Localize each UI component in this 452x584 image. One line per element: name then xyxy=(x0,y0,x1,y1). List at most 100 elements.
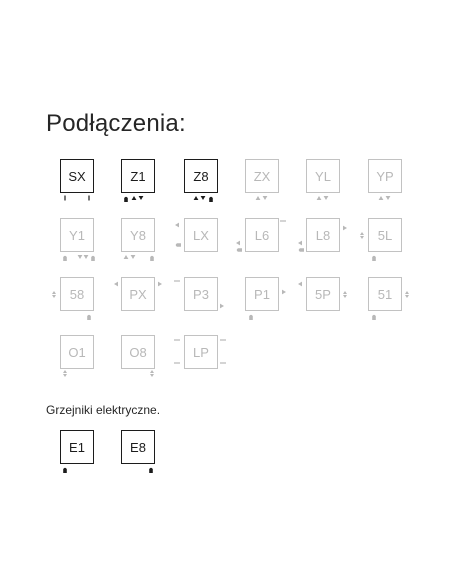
pin-icon xyxy=(63,467,67,473)
connection-y8[interactable]: Y8 xyxy=(121,218,155,252)
connection-label: P1 xyxy=(254,286,270,302)
connection-label: YP xyxy=(376,168,394,184)
connection-label: 51 xyxy=(377,286,393,302)
arrow-up-icon xyxy=(131,196,137,200)
connection-e8[interactable]: E8 xyxy=(121,430,155,464)
pin-icon xyxy=(236,248,242,252)
connection-5l[interactable]: 5L xyxy=(368,218,402,252)
double-arrow-icon xyxy=(63,370,67,377)
arrow-left-icon xyxy=(298,240,302,246)
connection-label: 58 xyxy=(69,286,85,302)
port-mark-icon xyxy=(174,362,180,364)
arrow-left-icon xyxy=(175,222,179,228)
arrow-up-icon xyxy=(378,196,384,200)
connection-label: P3 xyxy=(193,286,209,302)
connection-p3[interactable]: P3 xyxy=(184,277,218,311)
double-arrow-icon xyxy=(52,291,56,298)
connection-label: O1 xyxy=(68,344,86,360)
port-mark-icon xyxy=(88,195,90,201)
z8-markers xyxy=(193,196,213,202)
port-mark-icon xyxy=(220,339,226,341)
connection-label: O8 xyxy=(129,344,147,360)
double-arrow-icon xyxy=(150,370,154,377)
pin-icon xyxy=(149,467,153,473)
arrow-right-icon xyxy=(343,225,347,231)
pin-icon xyxy=(124,196,128,202)
connection-l6[interactable]: L6 xyxy=(245,218,279,252)
arrow-up-icon xyxy=(316,196,322,200)
connection-label: Z1 xyxy=(130,168,146,184)
port-mark-icon xyxy=(280,220,286,222)
connection-label: 5L xyxy=(377,227,393,243)
arrow-down-icon xyxy=(262,196,268,200)
connection-label: Y1 xyxy=(69,227,85,243)
page-title: Podłączenia: xyxy=(46,110,186,137)
connection-l8[interactable]: L8 xyxy=(306,218,340,252)
arrow-down-icon xyxy=(138,196,144,200)
arrow-right-icon xyxy=(220,303,224,309)
connection-label: SX xyxy=(68,168,86,184)
arrow-right-icon xyxy=(158,281,162,287)
connection-58[interactable]: 58 xyxy=(60,277,94,311)
connection-o1[interactable]: O1 xyxy=(60,335,94,369)
arrow-up-icon xyxy=(193,196,199,200)
pin-icon xyxy=(249,314,253,320)
arrow-down-icon xyxy=(385,196,391,200)
arrow-left-icon xyxy=(236,240,240,246)
port-mark-icon xyxy=(174,280,180,282)
connection-label: Y8 xyxy=(130,227,146,243)
pin-icon xyxy=(150,255,154,261)
arrow-down-icon xyxy=(130,255,136,259)
connection-e1[interactable]: E1 xyxy=(60,430,94,464)
connection-label: LX xyxy=(193,227,209,243)
connection-yl[interactable]: YL xyxy=(306,159,340,193)
connection-label: E1 xyxy=(69,439,85,455)
connection-label: YL xyxy=(315,168,331,184)
connection-sx[interactable]: SX xyxy=(60,159,94,193)
connection-yp[interactable]: YP xyxy=(368,159,402,193)
double-arrow-icon xyxy=(405,291,409,298)
pin-icon xyxy=(372,314,376,320)
connection-label: L8 xyxy=(315,227,331,243)
connection-label: ZX xyxy=(253,168,271,184)
connection-lx[interactable]: LX xyxy=(184,218,218,252)
connection-label: Z8 xyxy=(193,168,209,184)
pin-icon xyxy=(91,255,95,261)
pin-icon xyxy=(87,314,91,320)
connection-label: PX xyxy=(129,286,147,302)
connection-z1[interactable]: Z1 xyxy=(121,159,155,193)
connection-zx[interactable]: ZX xyxy=(245,159,279,193)
arrow-up-icon xyxy=(123,255,129,259)
connection-p1[interactable]: P1 xyxy=(245,277,279,311)
arrow-down-icon xyxy=(77,255,83,259)
arrow-down-icon xyxy=(200,196,206,200)
connection-y1[interactable]: Y1 xyxy=(60,218,94,252)
arrow-down-icon xyxy=(323,196,329,200)
electric-heaters-heading: Grzejniki elektryczne. xyxy=(46,403,161,417)
z1-markers xyxy=(124,196,144,202)
double-arrow-icon xyxy=(360,232,364,239)
sx-markers xyxy=(64,195,90,201)
arrow-left-icon xyxy=(298,281,302,287)
pin-icon xyxy=(298,248,304,252)
pin-icon xyxy=(63,255,67,261)
connection-label: E8 xyxy=(130,439,146,455)
arrow-left-icon xyxy=(114,281,118,287)
connection-label: 5P xyxy=(315,286,331,302)
port-mark-icon xyxy=(174,339,180,341)
connection-label: L6 xyxy=(254,227,270,243)
connection-z8[interactable]: Z8 xyxy=(184,159,218,193)
pin-icon xyxy=(372,255,376,261)
arrow-right-icon xyxy=(282,289,286,295)
connection-px[interactable]: PX xyxy=(121,277,155,311)
arrow-down-icon xyxy=(83,255,89,259)
port-mark-icon xyxy=(220,362,226,364)
connection-51[interactable]: 51 xyxy=(368,277,402,311)
port-mark-icon xyxy=(64,195,66,201)
connection-o8[interactable]: O8 xyxy=(121,335,155,369)
connection-lp[interactable]: LP xyxy=(184,335,218,369)
connection-label: LP xyxy=(193,344,209,360)
connection-5p[interactable]: 5P xyxy=(306,277,340,311)
double-arrow-icon xyxy=(343,291,347,298)
pin-icon xyxy=(175,243,181,247)
